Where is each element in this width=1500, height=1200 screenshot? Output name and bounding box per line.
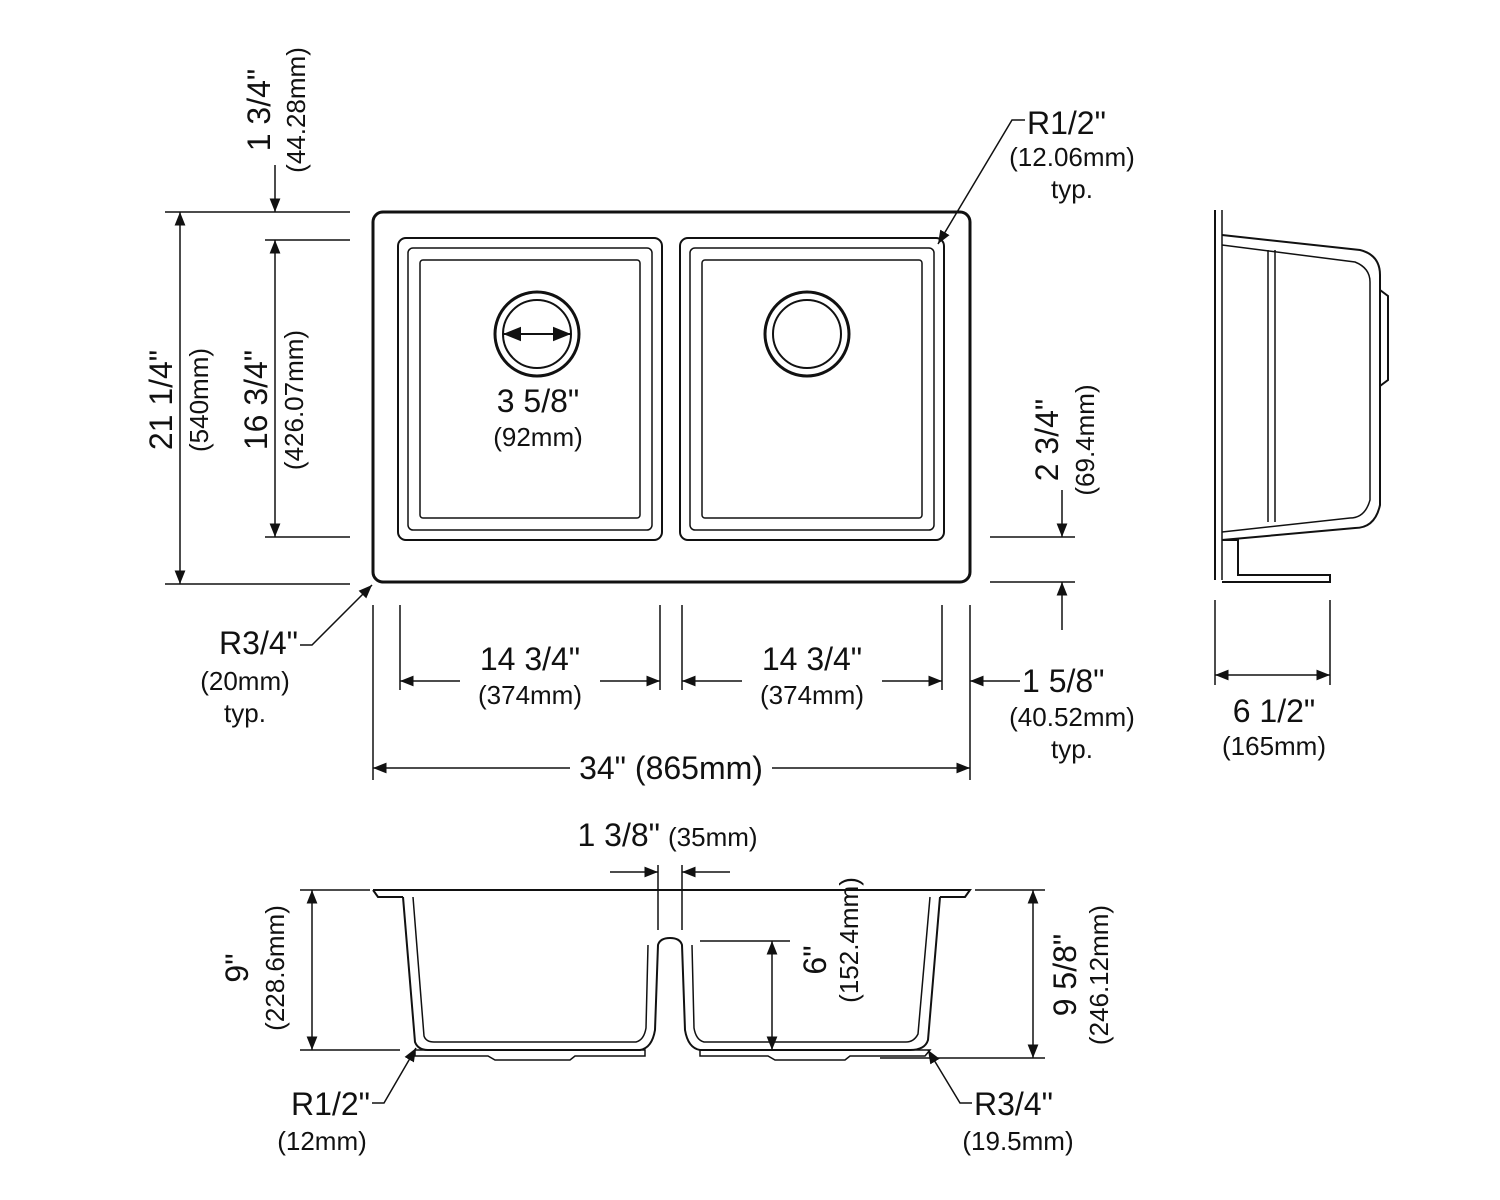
overall-width-label: 34" (865mm) — [579, 750, 763, 786]
inner-radius-mm-label: (12.06mm) — [1009, 142, 1135, 172]
side-rim-in-label: 1 5/8" — [1022, 663, 1105, 699]
right-depth-mm-label: (246.12mm) — [1084, 905, 1114, 1045]
outer-radius-mm-label: (20mm) — [200, 666, 290, 696]
inner-radius-note: typ. — [1051, 174, 1093, 204]
side-rim-note: typ. — [1051, 734, 1093, 764]
right-depth-in-label: 9 5/8" — [1047, 934, 1083, 1017]
bowl-depth-mm-label: (426.07mm) — [279, 330, 309, 470]
side-dimensions: 6 1/2" (165mm) — [1214, 600, 1331, 761]
divider-mm-label: (35mm) — [668, 822, 758, 852]
divider-in-label: 1 3/8" — [577, 817, 660, 853]
sink-outline — [371, 210, 972, 584]
side-view — [1214, 210, 1389, 583]
section-radius-left-mm: (12mm) — [277, 1126, 367, 1156]
divider-height-mm-label: (152.4mm) — [834, 877, 864, 1003]
bowl-depth-in-label: 16 3/4" — [238, 350, 274, 450]
right-bowl-in-label: 14 3/4" — [762, 641, 862, 677]
bottom-rim-in-label: 2 3/4" — [1029, 399, 1065, 482]
section-radius-left-in: R1/2" — [291, 1086, 370, 1122]
depth-in-label: 21 1/4" — [143, 350, 179, 450]
side-depth-mm-label: (165mm) — [1222, 731, 1326, 761]
right-drain — [763, 290, 851, 378]
outer-radius-note: typ. — [224, 698, 266, 728]
left-bowl-in-label: 14 3/4" — [480, 641, 580, 677]
right-bowl-mm-label: (374mm) — [760, 680, 864, 710]
inner-radius-in-label: R1/2" — [1027, 105, 1106, 141]
side-depth-in-label: 6 1/2" — [1233, 693, 1316, 729]
plan-view — [371, 210, 972, 584]
flange-mm-label: (44.28mm) — [281, 47, 311, 173]
drain-mm-label: (92mm) — [493, 422, 583, 452]
section-radius-right-in: R3/4" — [974, 1086, 1053, 1122]
left-depth-in-label: 9" — [219, 953, 255, 982]
depth-mm-label: (540mm) — [184, 348, 214, 452]
section-dimensions: 1 3/8" (35mm) 6" (152.4mm) 9" (228.6mm) … — [219, 817, 1114, 1156]
left-bowl-mm-label: (374mm) — [478, 680, 582, 710]
divider-height-in-label: 6" — [797, 945, 833, 974]
left-depth-mm-label: (228.6mm) — [260, 905, 290, 1031]
bottom-rim-mm-label: (69.4mm) — [1070, 384, 1100, 495]
plan-dimensions: 21 1/4" (540mm) 16 3/4" (426.07mm) 1 3/4… — [143, 47, 1135, 786]
flange-in-label: 1 3/4" — [241, 69, 277, 152]
left-drain — [493, 290, 581, 378]
section-radius-right-mm: (19.5mm) — [962, 1126, 1073, 1156]
section-view — [372, 889, 972, 1061]
outer-radius-in-label: R3/4" — [219, 625, 298, 661]
side-rim-mm-label: (40.52mm) — [1009, 702, 1135, 732]
left-bowl — [397, 237, 663, 541]
right-bowl — [679, 237, 945, 541]
drain-in-label: 3 5/8" — [497, 383, 580, 419]
